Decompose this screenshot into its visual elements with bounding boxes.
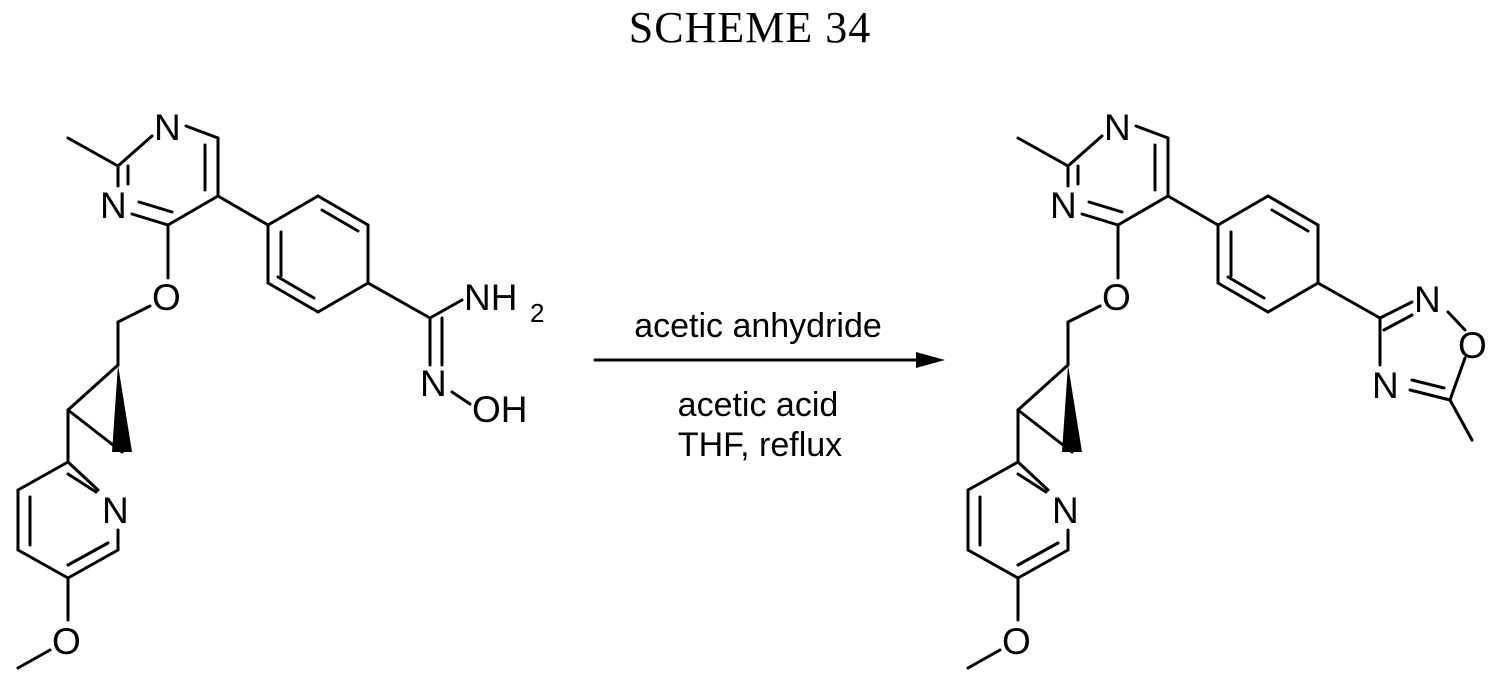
product-phenyl-ring	[1168, 196, 1318, 312]
product-oxygen-atom: O	[1002, 621, 1031, 662]
reactant-nitrogen-atom: N	[154, 107, 181, 148]
product-oxadiazole-nitrogen: N	[1414, 279, 1441, 320]
reagent-label: acetic anhydride	[634, 307, 882, 345]
reactant-nitrogen-atom: N	[102, 490, 129, 531]
reactant-oxygen-atom: O	[152, 277, 181, 318]
reaction-arrow-group: acetic anhydride acetic acid THF, reflux	[595, 307, 945, 464]
reactant-phenyl-ring	[218, 196, 368, 312]
product-nitrogen-atom: N	[1104, 107, 1131, 148]
product-oxygen-atom: O	[1102, 277, 1131, 318]
reactant-amidoxime	[368, 283, 470, 404]
reactant-cyclopropane	[68, 365, 132, 462]
conditions-label: THF, reflux	[678, 426, 842, 464]
product-cyclopropane	[1018, 365, 1082, 462]
solvent-label: acetic acid	[678, 386, 839, 424]
product-nitrogen-atom: N	[1052, 490, 1079, 531]
reactant-amine-group: NH	[464, 277, 517, 318]
product-pyrimidine-ring	[1018, 126, 1168, 225]
arrow-head-icon	[916, 352, 945, 368]
reactant-oxygen-atom: O	[52, 621, 81, 662]
product-oxadiazole-oxygen: O	[1458, 325, 1487, 366]
reactant-pyrimidine-ring	[68, 126, 218, 225]
product-oxadiazole-ring	[1318, 283, 1472, 440]
product-nitrogen-atom: N	[1050, 185, 1077, 226]
product-oxadiazole-nitrogen: N	[1372, 365, 1399, 406]
reactant-oxime-nitrogen: N	[420, 363, 447, 404]
product-structure: N N O N O N O N	[968, 107, 1487, 668]
reactant-structure: N N O N O NH 2 N OH	[18, 107, 544, 668]
reactant-nitrogen-atom: N	[100, 185, 127, 226]
reactant-amine-subscript: 2	[530, 298, 544, 328]
reactant-hydroxyl-group: OH	[472, 389, 528, 430]
